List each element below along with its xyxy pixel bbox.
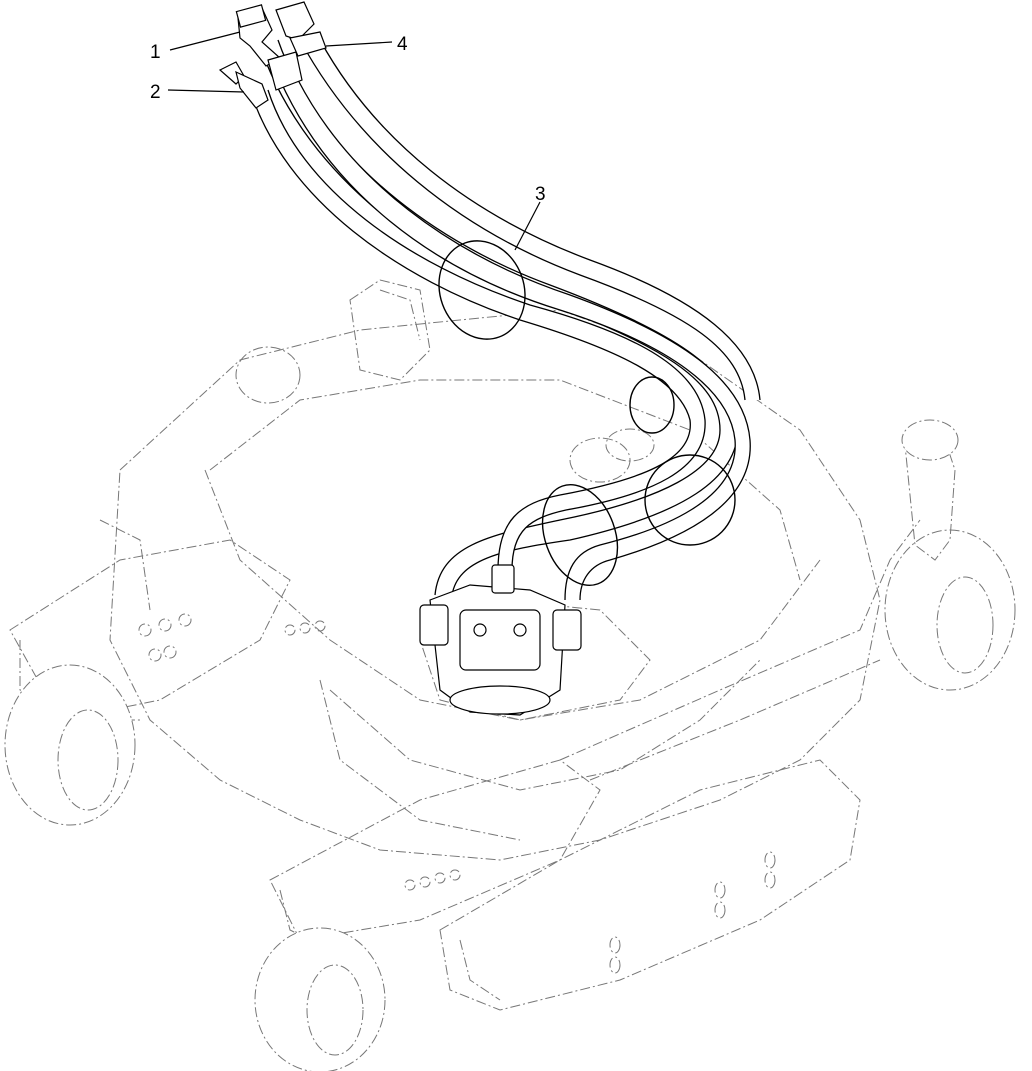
callout-4-leader xyxy=(325,41,393,47)
hose-fittings xyxy=(218,1,327,109)
callout-3-leader xyxy=(514,201,541,251)
hydraulic-motor xyxy=(419,564,582,716)
caster-wheels-ghost xyxy=(4,419,1016,1071)
callout-1-leader xyxy=(169,31,241,51)
front-left-wheel xyxy=(4,664,136,826)
callout-2-label: 2 xyxy=(150,82,161,103)
callout-4-label: 4 xyxy=(397,34,408,55)
callout-3-label: 3 xyxy=(535,184,546,205)
cable-tie-middle xyxy=(629,376,675,434)
cable-tie-upper xyxy=(438,240,526,340)
cable-tie-lower-right xyxy=(644,454,736,546)
callout-1-label: 1 xyxy=(150,42,161,63)
cable-ties xyxy=(438,240,736,587)
cable-tie-lower-left xyxy=(541,483,619,587)
rear-right-wheel xyxy=(884,529,1016,691)
callout-2-leader xyxy=(167,89,245,93)
front-right-wheel xyxy=(254,927,386,1071)
callouts: 1 2 3 4 xyxy=(150,31,546,251)
hydraulic-hoses xyxy=(249,39,761,601)
